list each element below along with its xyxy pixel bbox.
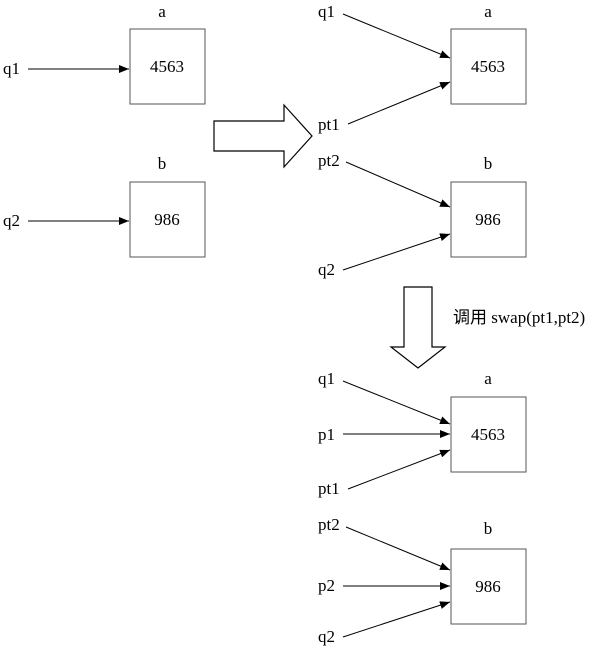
left-box-a-value: 4563 <box>150 57 184 76</box>
middle-state: a 4563 q1 pt1 b 986 pt2 q2 <box>318 2 527 279</box>
bottom-arrow-q2 <box>342 601 451 638</box>
middle-box-a-name: a <box>484 2 492 21</box>
bottom-box-a-value: 4563 <box>471 425 505 444</box>
middle-arrow-q1 <box>342 13 451 59</box>
middle-arrow-pt2 <box>345 161 451 208</box>
swap-call-caption: 调用 swap(pt1,pt2) <box>453 308 585 327</box>
left-state: a 4563 q1 b 986 q2 <box>3 2 206 258</box>
bottom-pointer-p1-label: p1 <box>318 425 335 444</box>
bottom-arrow-q1 <box>342 380 451 425</box>
bottom-pointer-p2-label: p2 <box>318 576 335 595</box>
bottom-pointer-pt1-label: pt1 <box>318 479 340 498</box>
left-box-a-name: a <box>158 2 166 21</box>
middle-pointer-pt1-label: pt1 <box>318 115 340 134</box>
transition-right-arrow <box>213 103 313 169</box>
bottom-arrow-pt2 <box>345 526 451 571</box>
middle-pointer-pt2-label: pt2 <box>318 151 340 170</box>
bottom-box-b-value: 986 <box>475 577 501 596</box>
left-box-b-value: 986 <box>154 210 180 229</box>
left-box-b-name: b <box>158 154 167 173</box>
bottom-box-b-name: b <box>484 519 493 538</box>
middle-pointer-q2-label: q2 <box>318 260 335 279</box>
left-pointer-q2-label: q2 <box>3 211 20 230</box>
middle-arrow-q2 <box>342 233 451 271</box>
bottom-box-b <box>450 548 527 625</box>
middle-box-a-value: 4563 <box>471 57 505 76</box>
middle-box-b-name: b <box>484 154 493 173</box>
middle-box-a <box>450 28 527 105</box>
left-pointer-q1-label: q1 <box>3 59 20 78</box>
bottom-state: a 4563 q1 p1 pt1 b 986 pt2 p2 q2 <box>318 369 527 646</box>
middle-box-b <box>450 181 527 258</box>
middle-pointer-q1-label: q1 <box>318 2 335 21</box>
middle-box-b-value: 986 <box>475 210 501 229</box>
left-box-b <box>129 181 206 258</box>
bottom-box-a-name: a <box>484 369 492 388</box>
left-box-a <box>129 28 206 105</box>
bottom-pointer-pt2-label: pt2 <box>318 515 340 534</box>
bottom-pointer-q1-label: q1 <box>318 369 335 388</box>
bottom-pointer-q2-label: q2 <box>318 627 335 646</box>
bottom-box-a <box>450 396 527 473</box>
transition-down-arrow <box>389 286 447 369</box>
bottom-arrow-pt1 <box>347 449 451 490</box>
middle-arrow-pt1 <box>347 81 451 125</box>
